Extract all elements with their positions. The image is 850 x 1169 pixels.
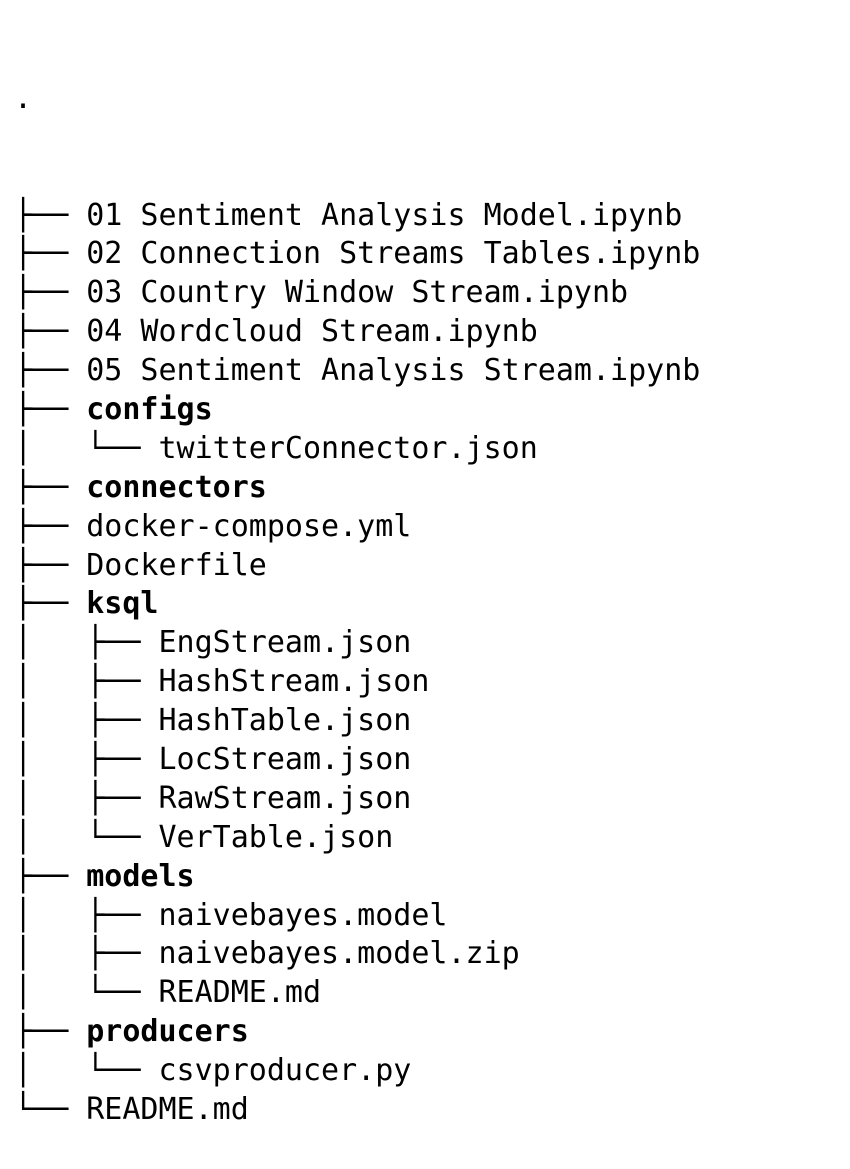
tree-row-directory: ├── configs bbox=[14, 391, 700, 430]
tree-row-file: │ ├── HashTable.json bbox=[14, 702, 700, 741]
directory-name: models bbox=[86, 858, 195, 894]
tree-branch-prefix: │ ├── bbox=[14, 780, 159, 816]
tree-branch-prefix: ├── bbox=[14, 353, 87, 389]
tree-branch-prefix: │ └── bbox=[14, 1053, 159, 1089]
tree-branch-prefix: ├── bbox=[14, 197, 87, 233]
file-name: 04 Wordcloud Stream.ipynb bbox=[86, 314, 538, 350]
tree-row-file: ├── docker-compose.yml bbox=[14, 508, 700, 547]
tree-branch-prefix: │ └── bbox=[14, 819, 159, 855]
directory-tree: . ├── 01 Sentiment Analysis Model.ipynb├… bbox=[14, 2, 700, 1169]
tree-row-file: │ └── csvproducer.py bbox=[14, 1052, 700, 1091]
file-name: VerTable.json bbox=[158, 819, 394, 855]
directory-name: connectors bbox=[86, 469, 267, 505]
tree-row-file: │ └── twitterConnector.json bbox=[14, 430, 700, 469]
file-name: naivebayes.model.zip bbox=[158, 936, 520, 972]
root-dot: . bbox=[14, 80, 33, 116]
file-name: Dockerfile bbox=[86, 547, 267, 583]
tree-branch-prefix: │ ├── bbox=[14, 741, 159, 777]
file-name: csvproducer.py bbox=[158, 1053, 412, 1089]
tree-branch-prefix: │ ├── bbox=[14, 664, 159, 700]
file-name: EngStream.json bbox=[158, 625, 412, 661]
tree-row-directory: ├── ksql bbox=[14, 585, 700, 624]
file-name: 03 Country Window Stream.ipynb bbox=[86, 275, 629, 311]
tree-branch-prefix: │ ├── bbox=[14, 703, 159, 739]
tree-root: . bbox=[14, 80, 700, 119]
tree-row-file: │ ├── naivebayes.model bbox=[14, 897, 700, 936]
file-name: twitterConnector.json bbox=[158, 430, 538, 466]
tree-branch-prefix: ├── bbox=[14, 391, 87, 427]
tree-branch-prefix: ├── bbox=[14, 508, 87, 544]
file-name: 05 Sentiment Analysis Stream.ipynb bbox=[86, 353, 701, 389]
tree-row-directory: ├── connectors bbox=[14, 469, 700, 508]
file-name: HashStream.json bbox=[158, 664, 430, 700]
file-name: README.md bbox=[86, 1092, 249, 1127]
tree-branch-prefix: │ └── bbox=[14, 430, 159, 466]
tree-branch-prefix: ├── bbox=[14, 236, 87, 272]
tree-rows: ├── 01 Sentiment Analysis Model.ipynb├──… bbox=[14, 197, 700, 1130]
tree-row-file: ├── 02 Connection Streams Tables.ipynb bbox=[14, 235, 700, 274]
file-name: HashTable.json bbox=[158, 703, 412, 739]
tree-branch-prefix: │ ├── bbox=[14, 936, 159, 972]
file-name: 02 Connection Streams Tables.ipynb bbox=[86, 236, 701, 272]
file-name: naivebayes.model bbox=[158, 897, 448, 933]
tree-row-file: │ ├── LocStream.json bbox=[14, 741, 700, 780]
tree-branch-prefix: ├── bbox=[14, 314, 87, 350]
tree-branch-prefix: ├── bbox=[14, 275, 87, 311]
tree-row-file: │ └── VerTable.json bbox=[14, 819, 700, 858]
tree-row-file: ├── Dockerfile bbox=[14, 547, 700, 586]
file-name: docker-compose.yml bbox=[86, 508, 412, 544]
directory-name: ksql bbox=[86, 586, 159, 622]
tree-row-file: ├── 01 Sentiment Analysis Model.ipynb bbox=[14, 197, 700, 236]
tree-branch-prefix: ├── bbox=[14, 1014, 87, 1050]
tree-row-file: └── README.md bbox=[14, 1091, 700, 1130]
tree-row-directory: ├── models bbox=[14, 858, 700, 897]
directory-name: producers bbox=[86, 1014, 249, 1050]
tree-branch-prefix: │ ├── bbox=[14, 897, 159, 933]
tree-branch-prefix: ├── bbox=[14, 586, 87, 622]
tree-row-file: │ └── README.md bbox=[14, 974, 700, 1013]
tree-row-file: │ ├── HashStream.json bbox=[14, 663, 700, 702]
tree-row-file: ├── 04 Wordcloud Stream.ipynb bbox=[14, 313, 700, 352]
directory-name: configs bbox=[86, 391, 213, 427]
tree-branch-prefix: │ └── bbox=[14, 975, 159, 1011]
file-name: 01 Sentiment Analysis Model.ipynb bbox=[86, 197, 683, 233]
tree-row-file: ├── 05 Sentiment Analysis Stream.ipynb bbox=[14, 352, 700, 391]
tree-row-file: │ ├── EngStream.json bbox=[14, 624, 700, 663]
tree-branch-prefix: │ ├── bbox=[14, 625, 159, 661]
file-name: RawStream.json bbox=[158, 780, 412, 816]
tree-branch-prefix: └── bbox=[14, 1092, 87, 1127]
tree-row-file: │ ├── naivebayes.model.zip bbox=[14, 935, 700, 974]
tree-branch-prefix: ├── bbox=[14, 547, 87, 583]
file-name: LocStream.json bbox=[158, 741, 412, 777]
tree-row-file: │ ├── RawStream.json bbox=[14, 780, 700, 819]
tree-branch-prefix: ├── bbox=[14, 858, 87, 894]
tree-row-directory: ├── producers bbox=[14, 1013, 700, 1052]
file-name: README.md bbox=[158, 975, 322, 1011]
tree-row-file: ├── 03 Country Window Stream.ipynb bbox=[14, 274, 700, 313]
tree-branch-prefix: ├── bbox=[14, 469, 87, 505]
